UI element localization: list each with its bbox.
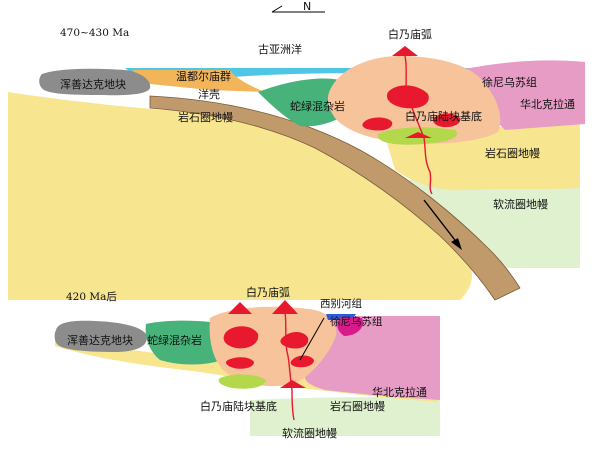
north-label: N bbox=[303, 0, 311, 13]
lower-magma-chamber-low-right bbox=[290, 355, 314, 368]
lower-label-asthenospheric-mantle: 软流圈地幔 bbox=[282, 426, 337, 440]
upper-label-hunshandake-block: 浑善达克地块 bbox=[60, 77, 126, 91]
lower-magma-base bbox=[280, 380, 306, 388]
upper-magma-chamber-small bbox=[362, 117, 393, 131]
upper-age-label: 470~430 Ma bbox=[60, 27, 129, 39]
lower-label-bainaimiao-arc: 白乃庙弧 bbox=[246, 285, 290, 299]
upper-label-asthenospheric-mantle: 软流圈地幔 bbox=[493, 197, 548, 211]
lower-label-north-china-craton: 华北克拉通 bbox=[372, 385, 427, 399]
upper-label-paleo-asian-ocean: 古亚洲洋 bbox=[258, 42, 302, 56]
upper-label-lithospheric-mantle-right: 岩石圈地幔 bbox=[485, 146, 540, 160]
lower-magma-chamber-low-left bbox=[226, 357, 254, 369]
upper-label-north-china-craton: 华北克拉通 bbox=[520, 97, 575, 111]
lower-ophiolite-melange bbox=[145, 320, 222, 365]
upper-label-oceanic-crust: 洋壳 bbox=[198, 87, 220, 101]
lower-age-label: 420 Ma后 bbox=[66, 291, 117, 303]
upper-label-xuniwusu-group: 徐尼乌苏组 bbox=[482, 75, 537, 89]
north-arrow: N bbox=[271, 0, 325, 13]
upper-magma-base bbox=[405, 132, 432, 138]
upper-magma-bodies bbox=[362, 46, 461, 195]
upper-label-ophiolite-melange: 蛇绿混杂岩 bbox=[290, 99, 345, 113]
upper-label-wenduermiao-group: 温都尔庙群 bbox=[176, 69, 231, 83]
lower-magma-conduit bbox=[284, 311, 295, 421]
upper-label-bainaimiao-basement: 白乃庙陆块基底 bbox=[405, 109, 482, 123]
subduction-direction-arrow bbox=[423, 199, 462, 250]
upper-arc-volcano bbox=[392, 46, 418, 56]
subducting-slab bbox=[149, 95, 521, 301]
lower-label-xibiehe-group: 西别河组 bbox=[320, 297, 362, 310]
lower-xuniwusu-group-unit bbox=[337, 318, 364, 336]
lower-lime-lens bbox=[218, 374, 266, 389]
lower-hunshandake-block bbox=[54, 320, 147, 352]
upper-magma-chamber-right bbox=[433, 113, 461, 128]
lower-magma-chamber-left bbox=[223, 326, 259, 349]
upper-hunshandake-block bbox=[39, 68, 151, 96]
lower-section: 420 Ma后 白乃庙弧 西别河组 徐尼乌苏组 浑善达克地块 蛇绿混杂岩 华北克… bbox=[54, 285, 440, 440]
xibiehe-leader-line bbox=[299, 317, 325, 361]
lower-arc-volcano-right bbox=[272, 300, 298, 314]
upper-section: 470~430 Ma 古亚洲洋 白乃庙弧 浑善达克地块 温都尔庙群 洋壳 岩石圈… bbox=[8, 27, 585, 301]
lower-label-ophiolite-melange: 蛇绿混杂岩 bbox=[147, 333, 202, 347]
wenduermiao-group-unit bbox=[132, 70, 265, 92]
lower-label-lithospheric-mantle: 岩石圈地幔 bbox=[330, 399, 385, 413]
upper-label-lithospheric-mantle-left: 岩石圈地幔 bbox=[178, 110, 233, 124]
lower-label-hunshandake-block: 浑善达克地块 bbox=[67, 333, 133, 347]
upper-label-bainaimiao-arc: 白乃庙弧 bbox=[388, 27, 432, 41]
upper-ophiolite-melange bbox=[258, 78, 352, 127]
lower-magma-bodies bbox=[223, 300, 314, 421]
upper-magma-conduit bbox=[404, 55, 433, 195]
lower-magma-chamber-right bbox=[280, 332, 309, 349]
lower-north-china-craton bbox=[305, 316, 440, 400]
lower-label-bainaimiao-basement: 白乃庙陆块基底 bbox=[200, 399, 277, 413]
upper-left-lithospheric-mantle bbox=[8, 92, 472, 300]
lower-arc-volcano-left bbox=[228, 302, 252, 314]
lower-label-xuniwusu-group: 徐尼乌苏组 bbox=[330, 315, 383, 328]
lower-asthenosphere-zone bbox=[250, 397, 440, 436]
